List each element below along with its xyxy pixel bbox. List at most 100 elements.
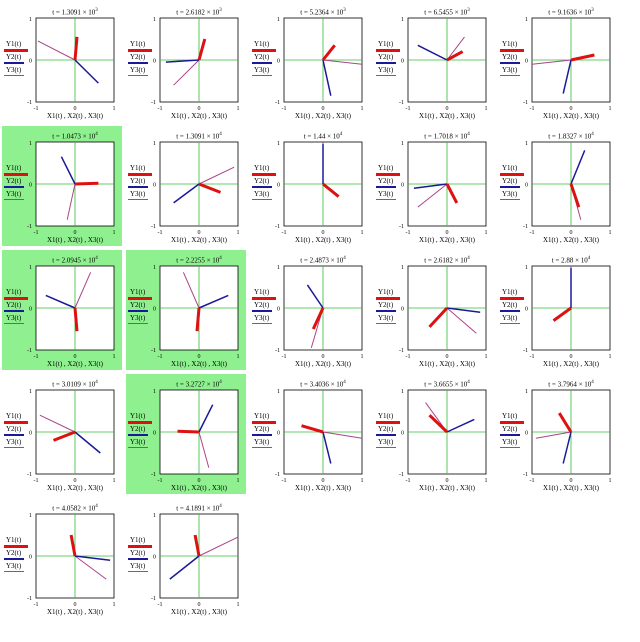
series-line-y1 <box>322 182 340 198</box>
tick-label: 1 <box>237 354 240 360</box>
chart-title: t = 4.0582 × 104 <box>36 504 114 512</box>
series-line-y3 <box>446 36 465 61</box>
chart-title-part: t = <box>551 256 562 265</box>
legend-swatch <box>500 199 520 200</box>
legend-entry: Y1(t) <box>376 164 406 177</box>
x-axis-label: X1(t) , X2(t) , X3(t) <box>419 360 475 368</box>
chart-title-part: 1.44 <box>313 132 326 141</box>
legend-label: Y2(t) <box>502 425 518 433</box>
chart-title-part: 4 <box>219 256 222 261</box>
legend-entry: Y3(t) <box>376 438 406 451</box>
x-axis-label: X1(t) , X2(t) , X3(t) <box>47 608 103 616</box>
chart-title: t = 1.0473 × 104 <box>36 132 114 140</box>
legend-entry: Y2(t) <box>252 425 282 438</box>
tick-label: -1 <box>530 478 535 484</box>
series-line-y3 <box>37 40 76 61</box>
chart-title-part: × 10 <box>576 380 592 389</box>
chart-title: t = 1.8327 × 104 <box>532 132 610 140</box>
tick-label: 1 <box>609 354 612 360</box>
tick-label: -1 <box>151 348 156 354</box>
tick-label: 1 <box>113 230 116 236</box>
chart-title: t = 1.7018 × 104 <box>408 132 486 140</box>
series-line-y1 <box>193 534 201 557</box>
legend-entry: Y3(t) <box>252 438 282 451</box>
tick-label: 0 <box>198 106 201 112</box>
series-line-y1 <box>197 38 207 61</box>
legend-label: Y2(t) <box>130 301 146 309</box>
tick-label: 0 <box>29 183 32 189</box>
chart-title-part: 2.0945 <box>61 256 81 265</box>
chart-title: t = 2.88 × 104 <box>532 256 610 264</box>
tick-label: 0 <box>74 354 77 360</box>
legend-swatch <box>4 62 24 64</box>
legend-label: Y3(t) <box>378 314 394 322</box>
legend-label: Y3(t) <box>6 562 22 570</box>
legend-entry: Y2(t) <box>4 301 34 314</box>
legend-entry: Y1(t) <box>376 40 406 53</box>
chart-title-part: × 10 <box>325 132 340 141</box>
tick-label: -1 <box>158 354 163 360</box>
chart-title-part: × 10 <box>204 380 220 389</box>
chart-title-part: 4.1891 <box>185 504 205 513</box>
legend-swatch <box>128 323 148 324</box>
legend-label: Y1(t) <box>378 288 394 296</box>
chart-title: t = 3.6655 × 104 <box>408 380 486 388</box>
legend-swatch <box>128 447 148 448</box>
series-line-y2 <box>417 44 448 61</box>
chart-title-part: × 10 <box>328 8 344 17</box>
series-line-y3 <box>182 272 200 309</box>
chart-legend: Y1(t)Y2(t)Y3(t) <box>128 40 158 79</box>
tick-label: 0 <box>277 183 280 189</box>
legend-entry: Y3(t) <box>252 66 282 79</box>
chart-title: t = 2.0945 × 104 <box>36 256 114 264</box>
legend-label: Y2(t) <box>378 425 394 433</box>
tick-label: -1 <box>158 478 163 484</box>
legend-label: Y2(t) <box>6 549 22 557</box>
legend-entry: Y2(t) <box>376 301 406 314</box>
legend-label: Y3(t) <box>254 438 270 446</box>
legend-entry: Y3(t) <box>376 190 406 203</box>
legend-label: Y3(t) <box>130 66 146 74</box>
chart-title-part: 3.2727 <box>185 380 205 389</box>
tick-label: 1 <box>237 478 240 484</box>
series-line-y3 <box>66 183 76 220</box>
legend-entry: Y2(t) <box>4 549 34 562</box>
legend-label: Y2(t) <box>254 177 270 185</box>
series-line-y1 <box>558 412 573 433</box>
series-line-y3 <box>198 536 239 557</box>
legend-label: Y2(t) <box>130 549 146 557</box>
chart-title: t = 1.3091 × 103 <box>36 8 114 16</box>
chart-title: t = 4.1891 × 104 <box>160 504 238 512</box>
tick-label: 0 <box>198 354 201 360</box>
tick-label: -1 <box>399 224 404 230</box>
legend-swatch <box>128 186 148 188</box>
tick-label: 0 <box>322 106 325 112</box>
tick-label: -1 <box>406 478 411 484</box>
tick-label: 0 <box>153 555 156 561</box>
legend-entry: Y1(t) <box>4 288 34 301</box>
chart-title-part: t = <box>424 8 434 17</box>
chart-legend: Y1(t)Y2(t)Y3(t) <box>376 40 406 79</box>
legend-swatch <box>252 199 272 200</box>
tick-label: 0 <box>153 183 156 189</box>
series-line-y2 <box>562 431 572 464</box>
chart-legend: Y1(t)Y2(t)Y3(t) <box>252 40 282 79</box>
legend-swatch <box>376 421 400 424</box>
legend-entry: Y3(t) <box>4 66 34 79</box>
chart-title-part: 4 <box>591 380 594 385</box>
tick-label: -1 <box>275 224 280 230</box>
